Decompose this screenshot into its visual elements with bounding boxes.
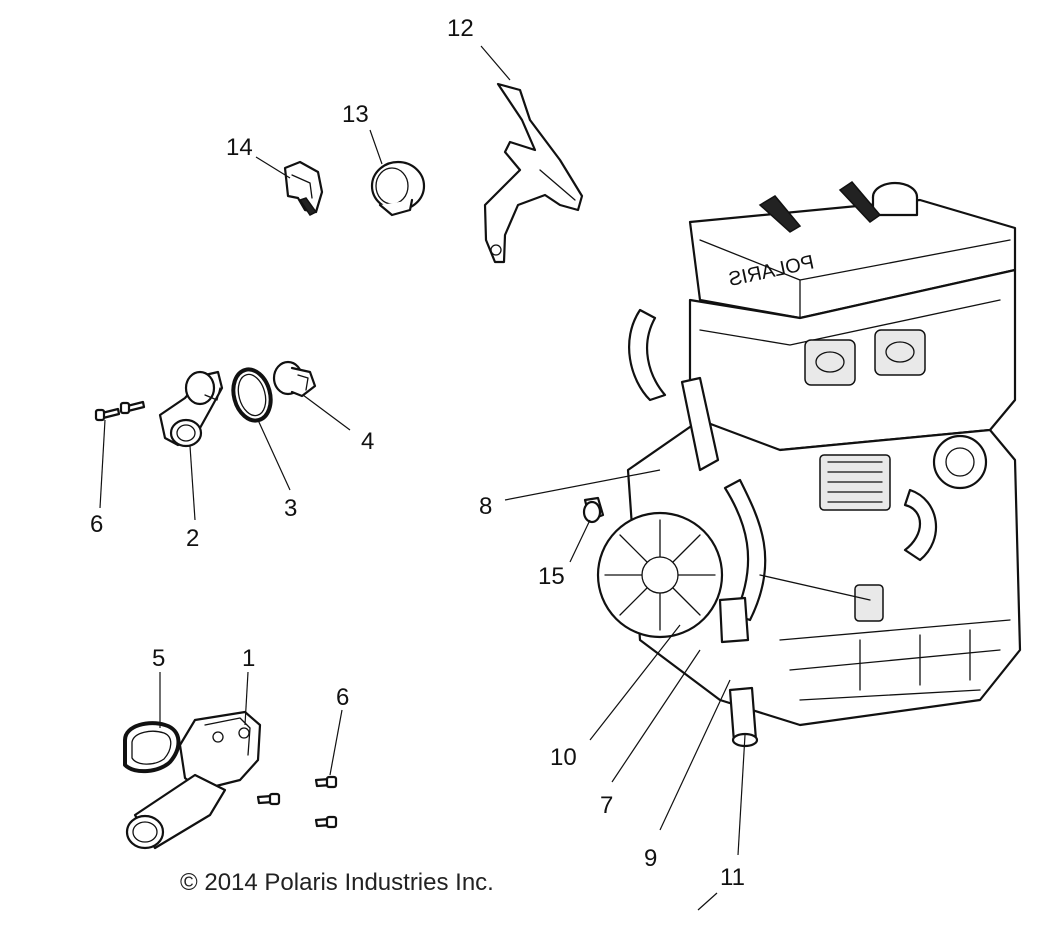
part-15-plug: [582, 496, 605, 524]
callout-6-lower: 6: [336, 684, 349, 711]
part-1-outlet-housing: [125, 710, 262, 850]
callout-15: 15: [538, 563, 565, 590]
part-6-bolts-lower: [256, 775, 338, 829]
callout-10: 10: [550, 744, 577, 771]
callout-6-upper: 6: [90, 511, 103, 538]
callout-13: 13: [342, 101, 369, 128]
callout-2: 2: [186, 525, 199, 552]
part-12-bracket: [483, 82, 584, 264]
callout-labels: 12 13 14 4 3 6 2 5 1 6 8 15 10 7 9 11: [90, 15, 745, 891]
engine-assembly: POLARIS: [596, 181, 1022, 748]
callout-5: 5: [152, 645, 165, 672]
callout-3: 3: [284, 495, 297, 522]
callout-14: 14: [226, 134, 253, 161]
callout-4: 4: [361, 428, 374, 455]
part-5-gasket: [123, 721, 181, 774]
part-13-hose-clamp: [370, 160, 426, 217]
callout-8: 8: [479, 493, 492, 520]
part-3-o-ring: [231, 367, 273, 423]
leader-lines: [99, 45, 746, 911]
copyright-notice: © 2014 Polaris Industries Inc.: [180, 869, 494, 896]
part-4-thermostat: [272, 360, 317, 398]
callout-12: 12: [447, 15, 474, 42]
callout-9: 9: [644, 845, 657, 872]
callout-7: 7: [600, 792, 613, 819]
part-14-clip: [283, 160, 324, 216]
part-2-thermostat-housing: [158, 370, 224, 448]
callout-11: 11: [720, 864, 745, 891]
part-6-bolts-upper: [94, 400, 146, 422]
callout-1: 1: [242, 645, 255, 672]
